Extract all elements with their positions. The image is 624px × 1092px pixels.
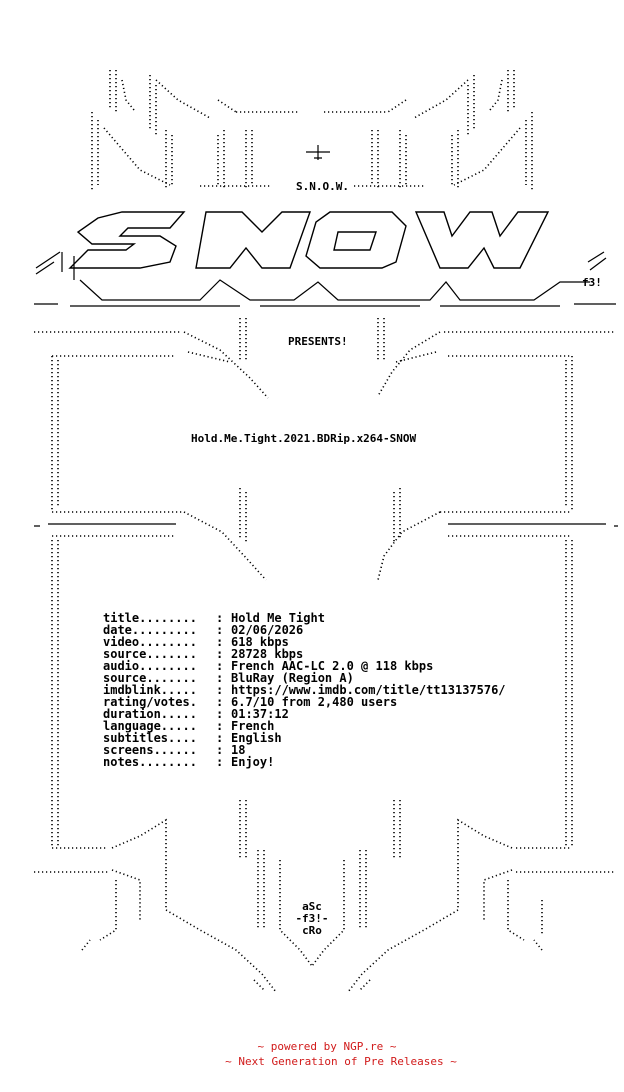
top-ornament <box>91 70 533 190</box>
info-separator: : <box>216 731 223 745</box>
info-value: French AAC-LC 2.0 @ 118 kbps <box>231 659 433 673</box>
info-separator: : <box>216 635 223 649</box>
info-separator: : <box>216 707 223 721</box>
info-key: date......... <box>103 623 197 637</box>
bottom-ornament <box>34 818 614 993</box>
info-separator: : <box>216 611 223 625</box>
divider-band <box>34 511 618 581</box>
info-value: 618 kbps <box>231 635 289 649</box>
info-key: source....... <box>103 671 197 685</box>
info-separator: : <box>216 659 223 673</box>
snow-logo <box>34 211 616 307</box>
release-name: Hold.Me.Tight.2021.BDRip.x264-SNOW <box>191 432 417 445</box>
credit-2: -f3!- <box>295 912 328 925</box>
presents-label: PRESENTS! <box>288 335 348 348</box>
info-key: rating/votes. <box>103 695 197 709</box>
info-value: Enjoy! <box>231 755 274 769</box>
info-value: Hold Me Tight <box>231 611 325 625</box>
info-key: video........ <box>103 635 197 649</box>
artist-tag-top: f3! <box>582 276 602 289</box>
info-key: title........ <box>103 611 197 625</box>
info-separator: : <box>216 755 223 769</box>
release-box-frame <box>51 355 573 544</box>
info-value: BluRay (Region A) <box>231 671 354 685</box>
info-separator: : <box>216 671 223 685</box>
info-key: subtitles.... <box>103 731 197 745</box>
info-value: https://www.imdb.com/title/tt13137576/ <box>231 683 506 697</box>
info-box-frame <box>51 540 573 860</box>
info-key: source....... <box>103 647 197 661</box>
info-key: duration..... <box>103 707 197 721</box>
info-separator: : <box>216 683 223 697</box>
info-value: 6.7/10 from 2,480 users <box>231 695 397 709</box>
info-key: notes........ <box>103 755 197 769</box>
info-key: screens...... <box>103 743 197 757</box>
info-key: audio........ <box>103 659 197 673</box>
info-value: 02/06/2026 <box>231 623 303 637</box>
credit-3: cRo <box>302 924 322 937</box>
info-table: title........: Hold Me Tight date.........… <box>103 611 506 769</box>
info-separator: : <box>216 647 223 661</box>
info-separator: : <box>216 623 223 637</box>
footer-powered-by: ~ powered by NGP.re ~ <box>257 1040 396 1053</box>
info-key: language..... <box>103 719 197 733</box>
presents-band <box>34 318 614 399</box>
info-value: 28728 kbps <box>231 647 303 661</box>
info-value: 01:37:12 <box>231 707 289 721</box>
info-separator: : <box>216 695 223 709</box>
group-mark: S.N.O.W. <box>296 180 349 193</box>
footer-tagline: ~ Next Generation of Pre Releases ~ <box>225 1055 457 1068</box>
info-value: 18 <box>231 743 245 757</box>
info-value: English <box>231 731 282 745</box>
info-value: French <box>231 719 274 733</box>
info-separator: : <box>216 719 223 733</box>
credit-1: aSc <box>302 900 322 913</box>
info-separator: : <box>216 743 223 757</box>
info-key: imdblink..... <box>103 683 197 697</box>
